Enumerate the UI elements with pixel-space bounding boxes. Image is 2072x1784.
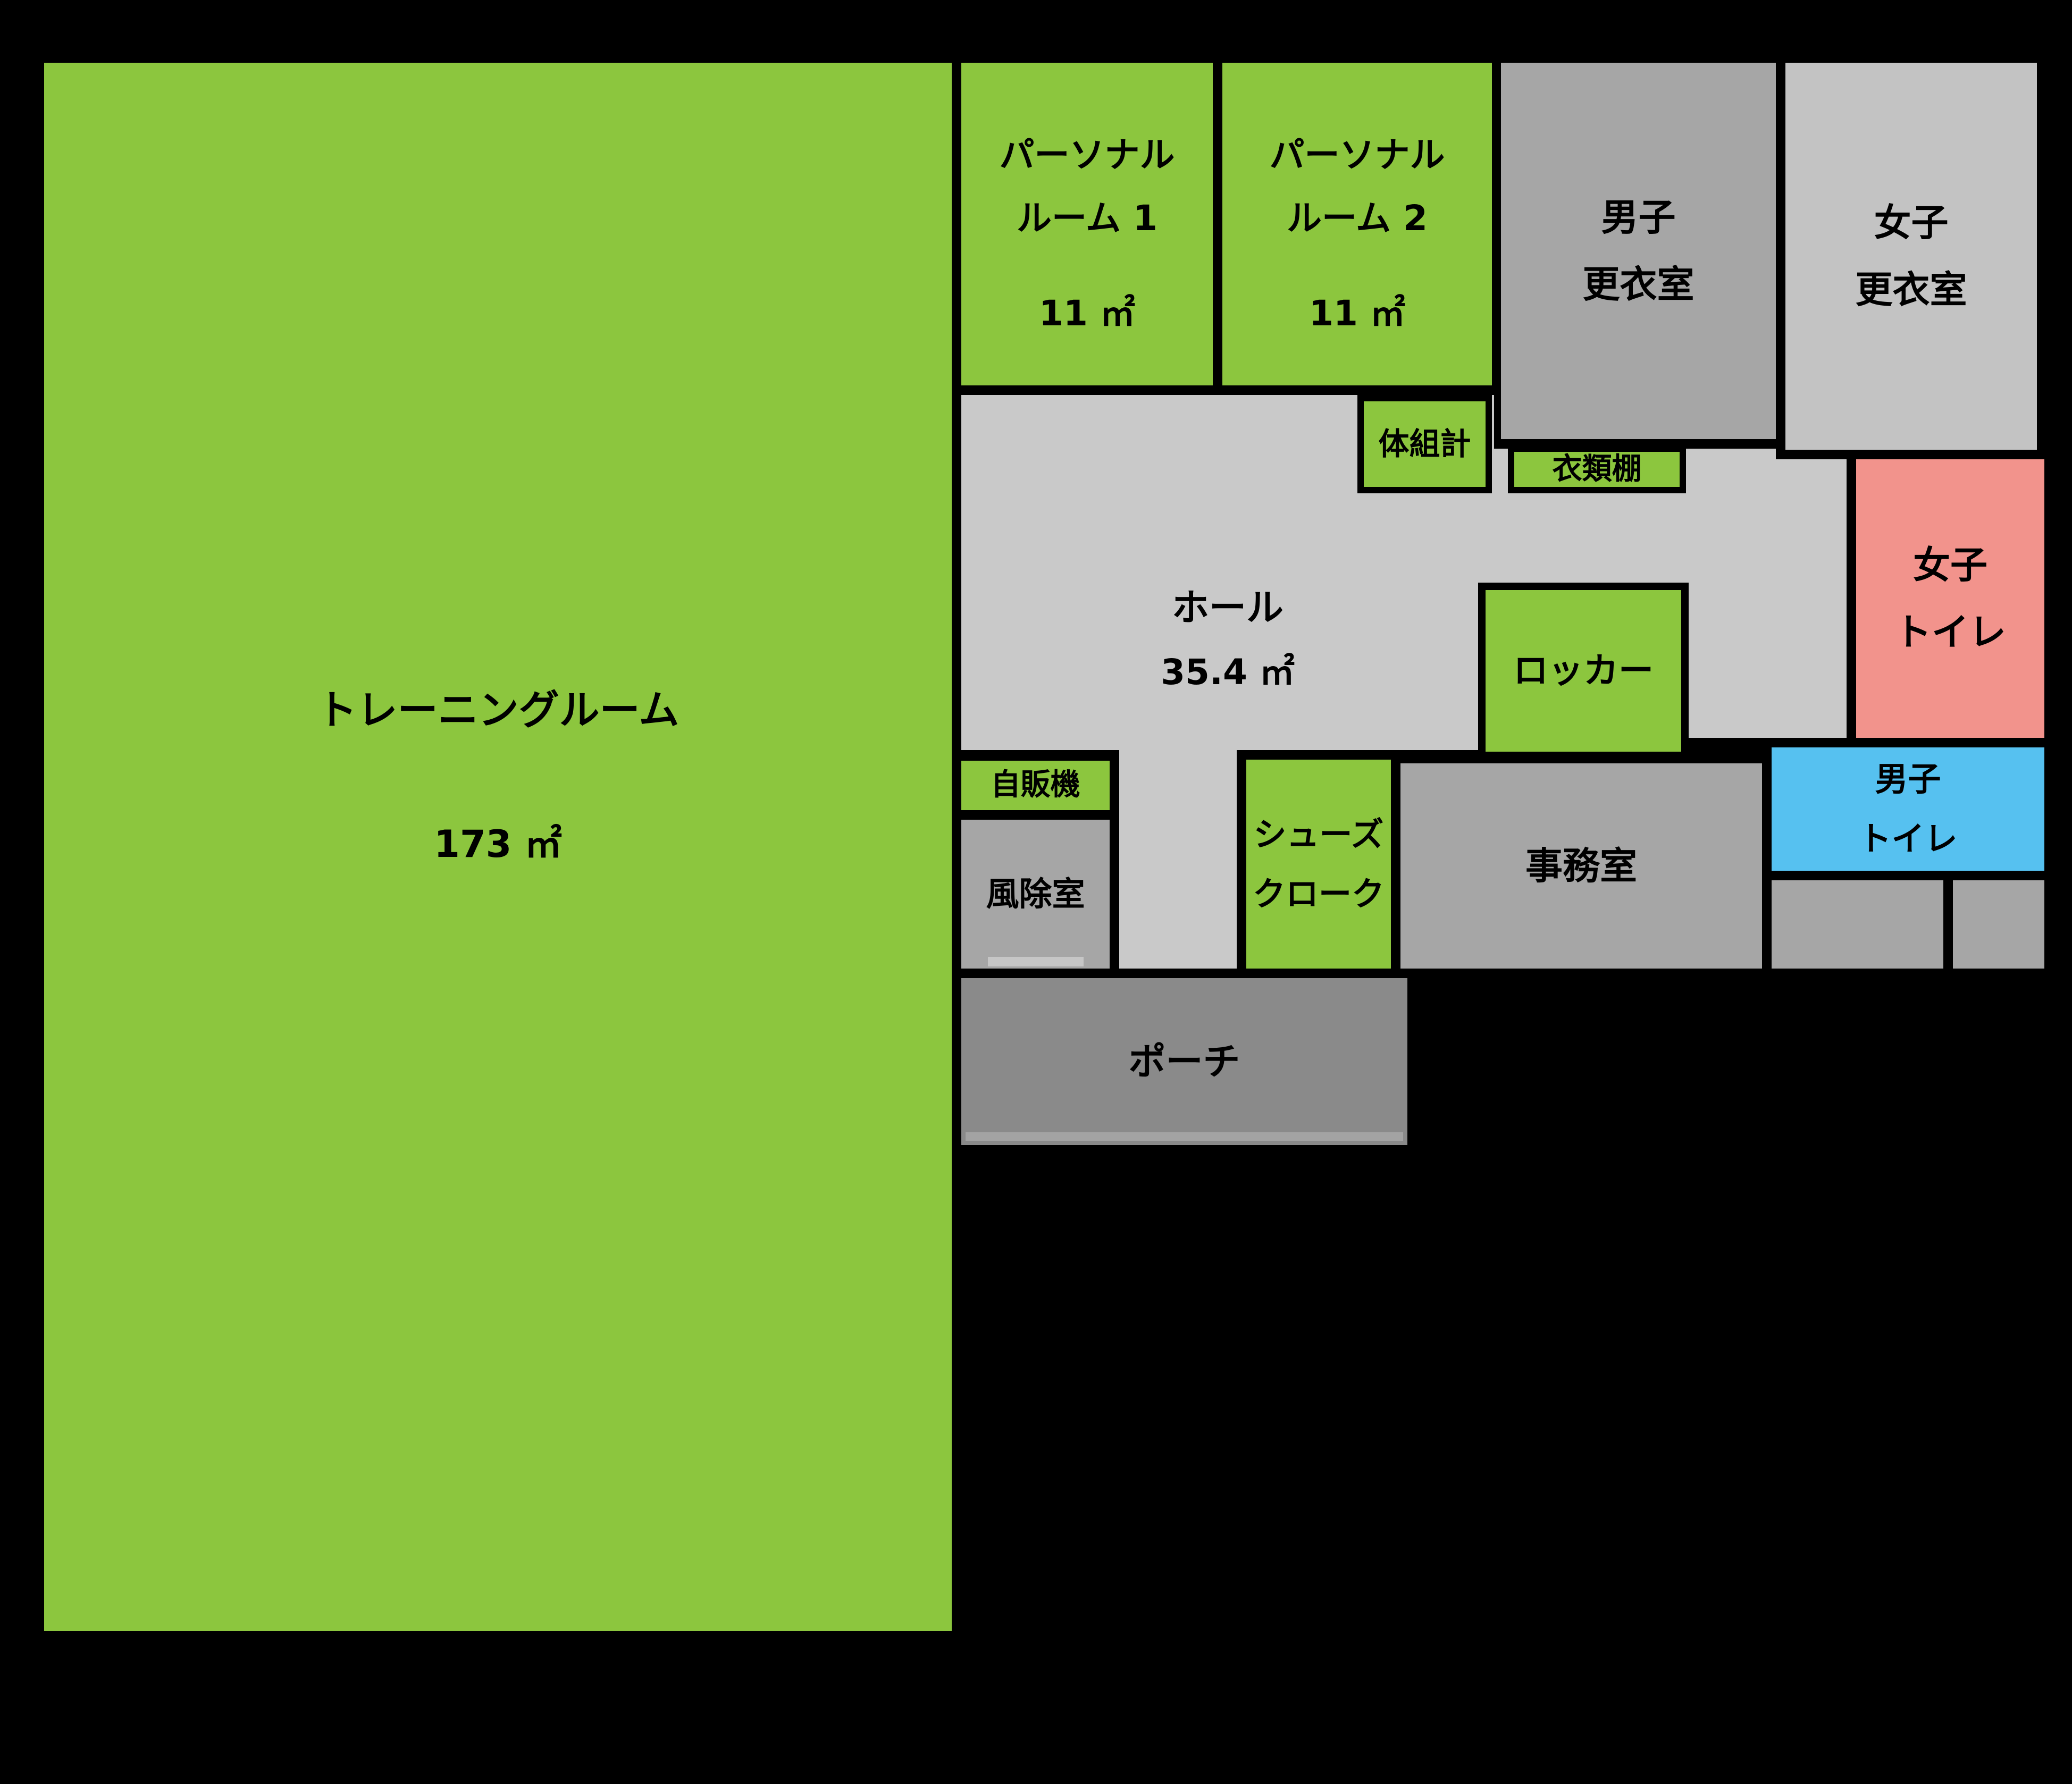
room-hall-entry-strip — [1119, 750, 1237, 969]
room-hall-label: ホール — [1172, 585, 1284, 629]
room-shoes-cloak-label: シューズ クローク — [1252, 814, 1385, 913]
vending-machine-label: 自販機 — [991, 768, 1080, 803]
room-hall-area: 35.4 ㎡ — [1161, 651, 1295, 693]
porch-step-line — [966, 1132, 1403, 1141]
room-windbreak-label: 風除室 — [986, 874, 1085, 914]
room-shoes-cloak: シューズ クローク — [1246, 760, 1391, 969]
room-office-label: 事務室 — [1525, 844, 1637, 888]
room-mens-locker-label: 男子 更衣室 — [1582, 196, 1694, 306]
room-womens-locker: 女子 更衣室 — [1785, 63, 2037, 450]
room-porch: ポーチ — [961, 978, 1407, 1145]
room-womens-toilet: 女子 トイレ — [1856, 459, 2044, 738]
room-training-area: 173 ㎡ — [434, 822, 562, 866]
vending-machine: 自販機 — [961, 761, 1110, 810]
body-composition-meter: 体組計 — [1357, 395, 1492, 493]
room-personal-2: パーソナル ルーム 2 11 ㎡ — [1222, 63, 1492, 385]
body-composition-meter-label: 体組計 — [1378, 426, 1471, 462]
room-personal-2-label: パーソナル ルーム 2 — [1269, 134, 1445, 239]
locker: ロッカー — [1478, 583, 1689, 759]
locker-label: ロッカー — [1513, 650, 1654, 691]
room-womens-locker-label: 女子 更衣室 — [1855, 201, 1967, 312]
room-personal-1-area: 11 ㎡ — [1039, 292, 1135, 334]
windbreak-door-mark — [988, 957, 1084, 966]
room-training-label: トレーニングルーム — [316, 686, 680, 734]
room-personal-2-area: 11 ㎡ — [1309, 292, 1405, 334]
room-porch-label: ポーチ — [1128, 1040, 1240, 1083]
room-windbreak: 風除室 — [961, 820, 1110, 969]
room-unlabeled-1 — [1772, 880, 1943, 969]
clothes-shelf-label: 衣類棚 — [1552, 452, 1642, 486]
clothes-shelf: 衣類棚 — [1508, 445, 1686, 493]
room-personal-1: パーソナル ルーム 1 11 ㎡ — [961, 63, 1213, 385]
room-mens-locker: 男子 更衣室 — [1501, 63, 1776, 439]
room-unlabeled-2 — [1953, 880, 2044, 969]
room-mens-toilet-label: 男子 トイレ — [1858, 760, 1958, 858]
room-office: 事務室 — [1400, 763, 1762, 969]
room-training: トレーニングルーム 173 ㎡ — [44, 63, 952, 1631]
room-personal-1-label: パーソナル ルーム 1 — [999, 134, 1175, 239]
room-hall-corridor — [1776, 459, 1847, 738]
room-mens-toilet: 男子 トイレ — [1772, 747, 2044, 871]
room-womens-toilet-label: 女子 トイレ — [1894, 543, 2006, 654]
